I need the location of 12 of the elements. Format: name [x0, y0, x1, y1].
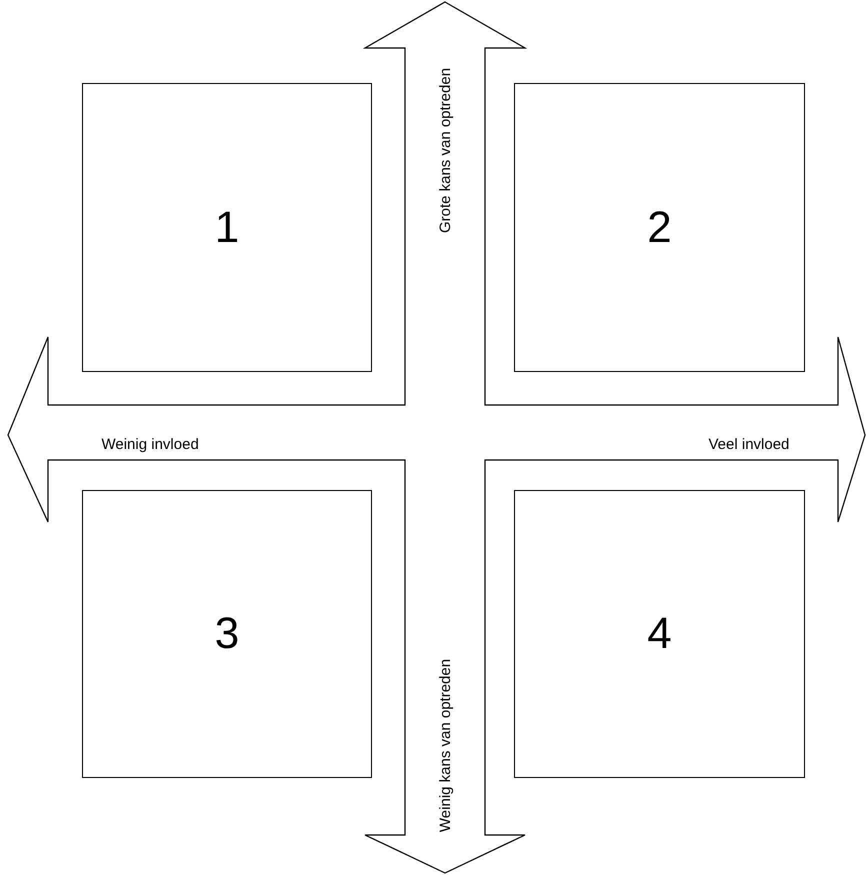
quadrant-box	[514, 490, 805, 778]
quadrant-box	[82, 490, 372, 778]
quadrant-number: 3	[214, 609, 240, 659]
quadrant-number: 4	[647, 609, 672, 659]
axis-label: Weinig kans van optreden	[436, 658, 454, 832]
quadrant-number: 2	[647, 202, 672, 252]
axis-label: Grote kans van optreden	[436, 67, 454, 233]
axis-label: Weinig invloed	[102, 436, 199, 452]
quadrant-box	[514, 83, 805, 372]
quadrant-number: 1	[214, 202, 240, 252]
axis-label: Veel invloed	[708, 436, 790, 452]
quadrant-box	[82, 83, 372, 372]
